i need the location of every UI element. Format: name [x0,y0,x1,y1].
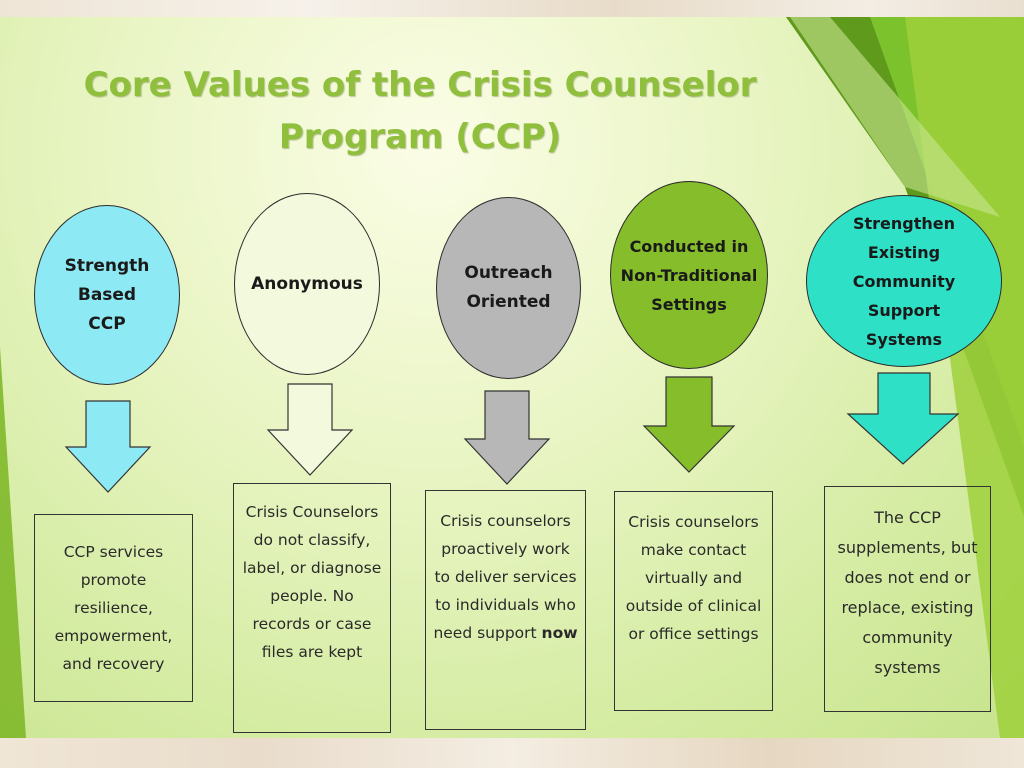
deco-right-triangle-pale [790,17,1000,217]
description-box-strengthen-community: The CCP supplements, but does not end or… [824,486,991,712]
down-arrow-5 [846,372,960,465]
down-arrow-1 [64,400,152,493]
description-box-outreach-oriented: Crisis counselors proactively work to de… [425,490,586,730]
title-line-2: Program (CCP) [278,117,562,157]
value-circle-outreach-oriented: Outreach Oriented [436,197,581,379]
description-text: Crisis counselors proactively work to de… [433,512,577,642]
deco-left-triangle [0,347,26,738]
description-box-anonymous: Crisis Counselors do not classify, label… [233,483,391,733]
description-box-strength-based: CCP services promote resilience, empower… [34,514,193,702]
value-circle-strength-based: Strength Based CCP [34,205,180,385]
slide: Core Values of the Crisis Counselor Prog… [0,17,1024,738]
down-arrow-4 [642,376,736,473]
background-photo-top [0,0,1024,17]
background-photo-bottom [0,738,1024,768]
description-emphasis: now [541,624,578,642]
deco-right-triangle-light [905,17,1024,738]
down-arrow-2 [266,383,354,476]
value-circle-anonymous: Anonymous [234,193,380,375]
value-circle-non-traditional-settings: Conducted in Non-Traditional Settings [610,181,768,369]
down-arrow-3 [463,390,551,485]
page-title: Core Values of the Crisis Counselor Prog… [60,59,780,163]
description-box-non-traditional-settings: Crisis counselors make contact virtually… [614,491,773,711]
title-line-1: Core Values of the Crisis Counselor [83,65,757,105]
value-circle-strengthen-community: Strengthen Existing Community Support Sy… [806,195,1002,367]
